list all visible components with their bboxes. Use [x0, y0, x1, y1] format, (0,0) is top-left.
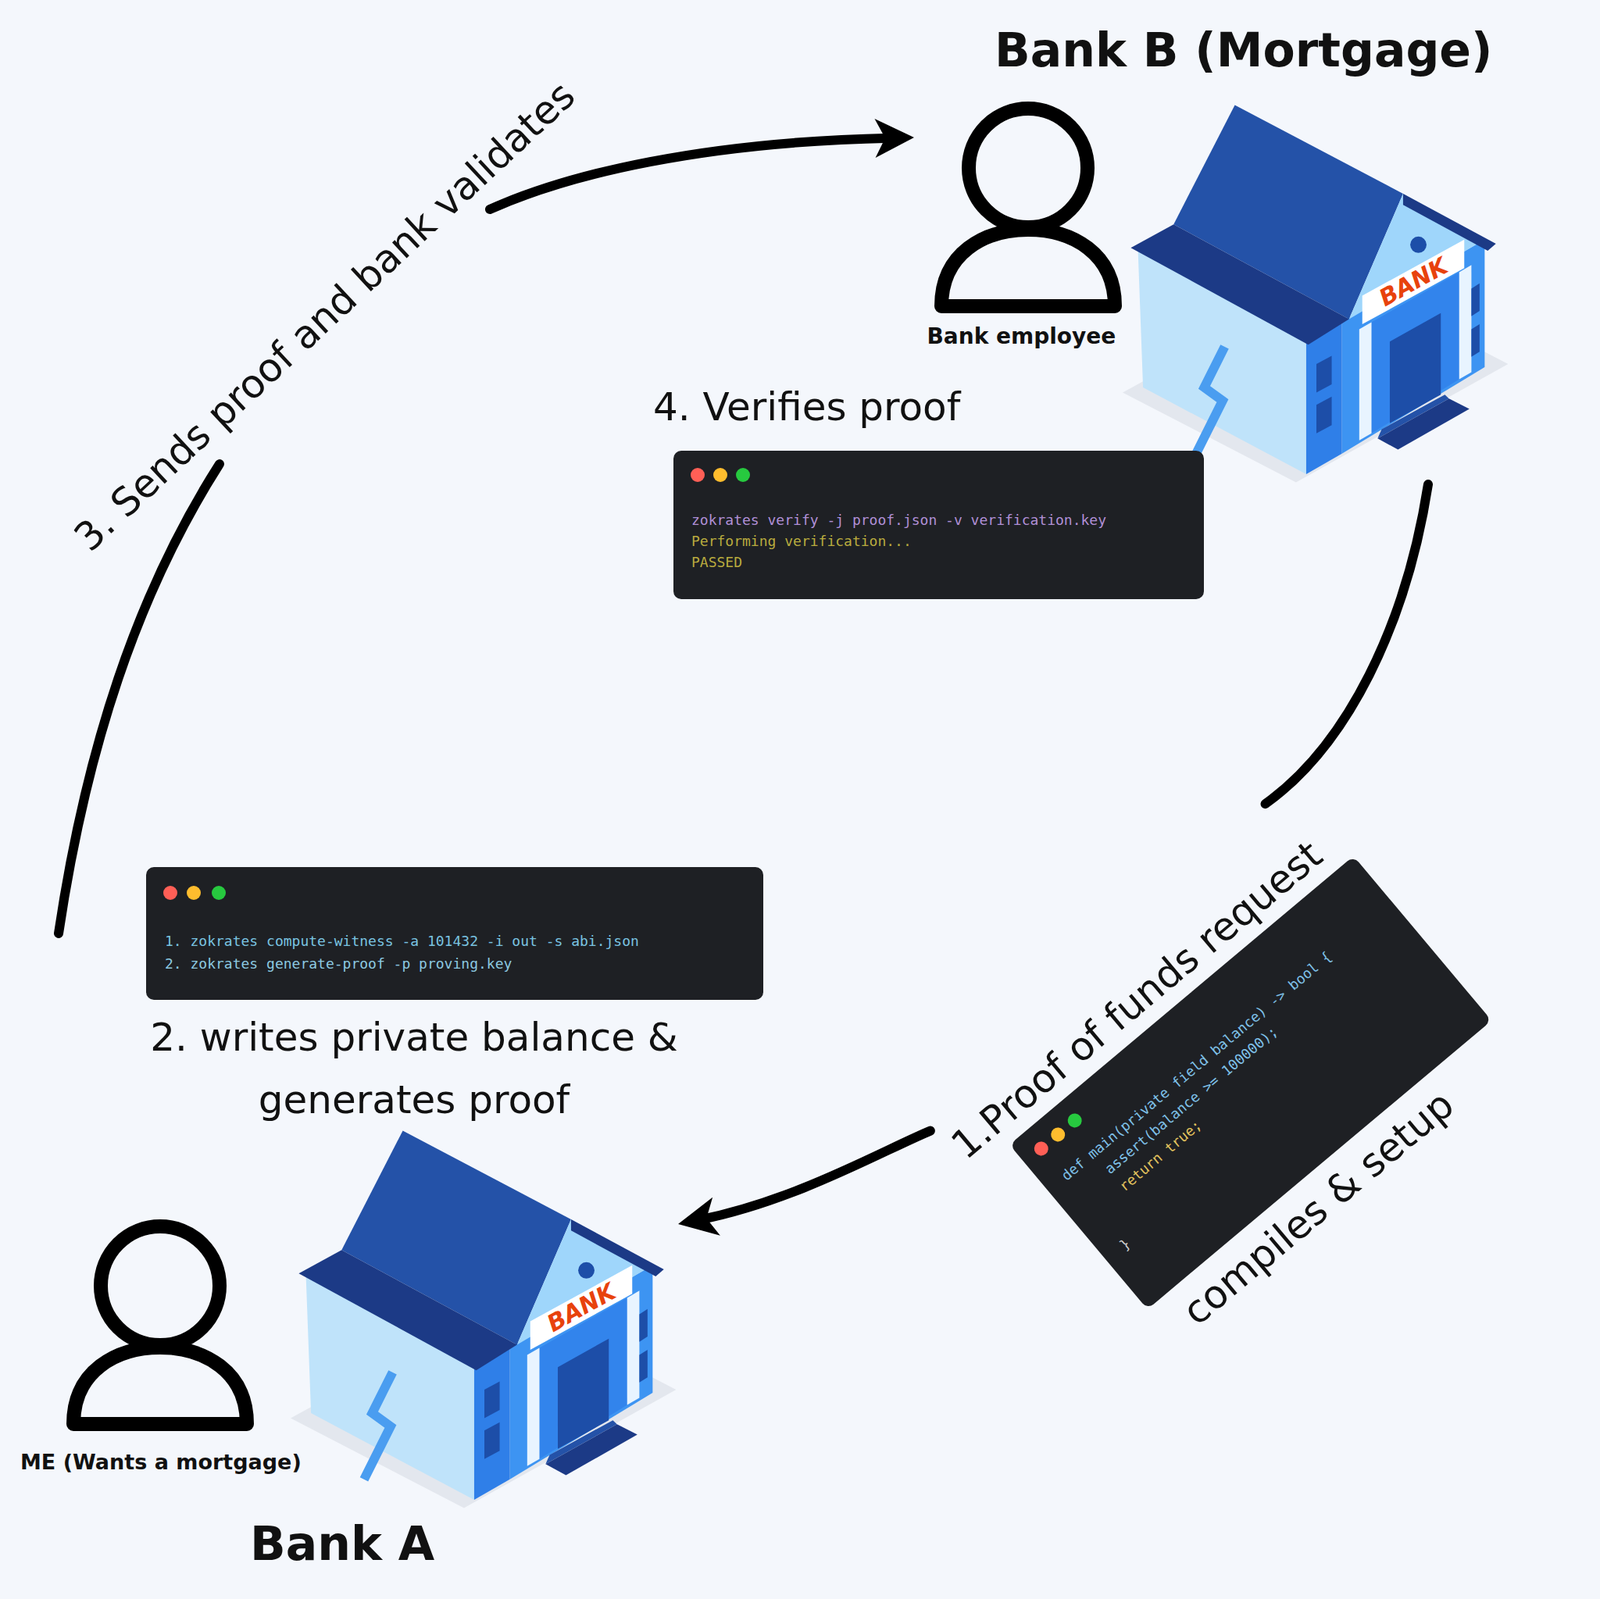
window-dot: [1064, 1110, 1084, 1130]
bank-heading: Bank A: [250, 1515, 435, 1572]
window-dot: [211, 885, 226, 900]
person-body: [73, 1347, 247, 1425]
bank-part: [639, 1309, 647, 1343]
person-label: Bank employee: [927, 323, 1117, 350]
connector: [674, 1131, 931, 1244]
window-dot: [186, 885, 201, 900]
terminal-node: 4. Verifies proof zokrates verify -j proo…: [653, 382, 1208, 610]
bank-part: [484, 1422, 500, 1460]
terminal-window: 1. zokrates compute-witness -a 101432 -i…: [146, 867, 764, 1000]
person-icon: [914, 96, 1165, 324]
code-line: 1. zokrates compute-witness -a 101432 -i…: [164, 929, 745, 953]
terminal-node: 1. zokrates compute-witness -a 101432 -i…: [58, 867, 773, 1135]
connector-line: [1265, 484, 1429, 804]
window-controls: [673, 450, 768, 498]
connector: [1265, 484, 1429, 804]
bank-part: [1316, 356, 1333, 393]
arrowhead: [874, 117, 915, 158]
bank-part: [1316, 396, 1333, 434]
arrowhead: [674, 1197, 721, 1244]
bank-part: [1196, 346, 1225, 454]
bank-part: [1471, 283, 1479, 317]
bank-part: [1130, 224, 1349, 345]
terminal-window: zokrates verify -j proof.json -v verific…: [673, 450, 1204, 600]
bank-part: [474, 1346, 511, 1500]
step-heading: 2. writes private balance & generates pr…: [58, 1006, 770, 1132]
bank-part: [1359, 321, 1372, 440]
step-heading: 4. Verifies proof: [653, 382, 961, 432]
bank-building: [290, 1122, 679, 1511]
window-controls: [146, 867, 240, 915]
bank-part: [545, 1424, 637, 1475]
code-line: zokrates verify -j proof.json -v verific…: [691, 509, 1186, 531]
bank-part: [1306, 321, 1343, 475]
bank-part: [627, 1290, 640, 1405]
bank-part: [1459, 264, 1472, 379]
window-dot: [1031, 1138, 1051, 1158]
bank-part: [298, 1250, 517, 1371]
person-node: Bank employee: [914, 96, 1129, 363]
window-dot: [1047, 1124, 1068, 1144]
bank-part: [639, 1350, 647, 1383]
bank-part: [1377, 398, 1469, 450]
code-line: 2. zokrates generate-proof -p proving.ke…: [164, 952, 745, 975]
person-head: [968, 108, 1088, 228]
bank-node: BANKBank A: [250, 1121, 679, 1575]
window-dot: [713, 467, 728, 483]
person-label: ME (Wants a mortgage): [20, 1449, 302, 1476]
person-icon: [17, 1214, 268, 1442]
bank-part: [1471, 324, 1479, 358]
bank-part: [364, 1372, 393, 1480]
bank-part: [1410, 236, 1427, 254]
bank-part: [484, 1382, 500, 1419]
bank-part: [527, 1347, 540, 1466]
bank-building: [1122, 96, 1511, 485]
window-dot: [690, 467, 705, 483]
window-dot: [163, 885, 178, 900]
person-node: ME (Wants a mortgage): [17, 1214, 338, 1485]
code-line: PASSED: [691, 551, 1186, 573]
edge-label: 3. Sends proof and bank validates: [59, 67, 590, 566]
connector-line: [700, 1131, 930, 1221]
code-line: Performing verification...: [691, 530, 1186, 552]
bank-part: [530, 1265, 633, 1350]
bank-part: [578, 1262, 595, 1279]
bank-heading: Bank B (Mortgage): [994, 21, 1493, 79]
bank-part: [1362, 239, 1465, 325]
code-node: 1.Proof of funds requestdef main(private…: [930, 803, 1539, 1392]
bank-node: Bank B (Mortgage)BANK: [988, 21, 1594, 485]
person-head: [100, 1226, 220, 1346]
window-dot: [735, 467, 750, 483]
person-body: [941, 229, 1115, 307]
